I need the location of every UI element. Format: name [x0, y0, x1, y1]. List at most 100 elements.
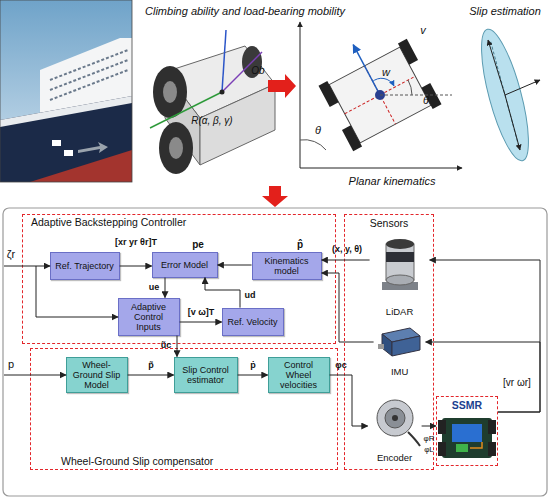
signal-label: [v ω]T: [188, 308, 215, 318]
connector: [322, 273, 374, 342]
process-box: Control Wheel velocities: [268, 357, 330, 393]
force-arrow: [488, 40, 505, 95]
signal-label: [vr ωr]: [503, 377, 531, 388]
robot-chip: [456, 444, 468, 452]
process-box: Ref. Trajectory: [50, 252, 120, 280]
robot-wheel: [438, 420, 446, 434]
imu-connector: [378, 344, 384, 349]
robot-board: [452, 424, 482, 442]
box-label: Ref. Trajectory: [55, 261, 114, 271]
process-box: Adaptive Control Inputs: [118, 298, 180, 336]
hull-arrow: [78, 142, 108, 153]
process-box: Error Model: [152, 252, 218, 278]
input-wire: [4, 375, 66, 376]
velocity-arrow: [353, 45, 380, 95]
connector: [218, 265, 252, 266]
signal-label: p̂: [297, 239, 303, 250]
ship-keel: [30, 150, 132, 182]
robot-wires: [470, 442, 482, 448]
force-arrow: [505, 95, 520, 150]
flow-arrow: [268, 74, 296, 98]
connector: [177, 336, 178, 357]
planar-wheel: [421, 83, 441, 109]
box-label: Control Wheel velocities: [271, 360, 327, 390]
process-box: Slip Control estimator: [174, 357, 238, 393]
box-label: Error Model: [161, 260, 208, 270]
wheel-rim: [169, 137, 183, 159]
photo-frame: [0, 0, 132, 182]
robot-wheel: [438, 442, 446, 456]
signal-label: ud: [245, 291, 256, 301]
process-box: Kinematics model: [252, 252, 322, 280]
connector: [422, 426, 436, 427]
input-wire: [36, 266, 118, 317]
robot-wheel: [153, 66, 187, 118]
connector: [430, 260, 540, 412]
reference-line: [380, 95, 452, 96]
group-title: Adaptive Backstepping Controller: [31, 216, 186, 228]
sensor-device: Encoder: [368, 388, 422, 464]
symbol-label: v: [420, 24, 426, 36]
signal-label: [xr yr θr]T: [115, 238, 157, 248]
angle-arc: [408, 80, 412, 95]
signal-label: φc: [335, 361, 346, 371]
robot-wheel: [488, 420, 496, 434]
signal-label: p̃: [148, 361, 154, 371]
signal-label: ζr: [7, 248, 16, 260]
connector: [120, 266, 152, 267]
ship-photo-sky: [0, 0, 132, 182]
rotation-label: R(α, β, γ): [191, 115, 232, 126]
caption-text: Planar kinematics: [349, 175, 436, 187]
group-title: SSMR: [437, 399, 497, 411]
encoder-body: [377, 400, 413, 436]
group-title: Sensors: [345, 217, 433, 229]
process-box: Ref. Velocity: [222, 308, 284, 336]
signal-label: ũc: [161, 341, 172, 351]
ship-windows: [50, 50, 128, 100]
ship-hull: [0, 96, 132, 182]
caption-text: Slip estimation: [469, 5, 541, 17]
sensor-device: IMU: [374, 322, 426, 378]
device-label: IMU: [370, 366, 430, 378]
process-box: Wheel-Ground Slip Model: [66, 357, 128, 393]
group-title: Wheel-Ground Slip compensator: [61, 455, 213, 467]
connector: [165, 278, 166, 298]
connector: [238, 375, 268, 376]
lidar-base: [386, 275, 414, 285]
signal-label: φR: [424, 435, 435, 444]
encoder-face: [385, 408, 405, 428]
robot-wheel: [488, 442, 496, 456]
imu-side: [392, 336, 420, 356]
symbol-label: θ: [315, 124, 321, 136]
input-wire: [4, 266, 50, 267]
encoder-shaft: [392, 415, 398, 421]
device-label: LiDAR: [366, 306, 434, 318]
robot-wheel: [159, 122, 193, 174]
connector: [205, 278, 240, 308]
dashed-group: Wheel-Ground Slip compensator Wheel-Groun…: [30, 348, 338, 470]
hull-robot: [64, 150, 73, 156]
sensor-device: LiDAR: [370, 234, 430, 318]
force-arrow: [505, 80, 540, 95]
connector: [128, 375, 174, 376]
tire-contact-patch: [472, 25, 538, 165]
caption-text: Climbing ability and load-bearing mobili…: [145, 5, 345, 17]
hull-robot: [52, 140, 61, 146]
signal-label: φL: [424, 446, 434, 455]
planar-wheel: [342, 125, 362, 151]
dashed-group: Adaptive Backstepping ControllerRef. Tra…: [22, 214, 336, 344]
connector: [330, 375, 368, 426]
symbol-label: w: [382, 66, 390, 78]
encoder-cable: [408, 432, 420, 446]
control-frame: [3, 208, 547, 496]
device-icon: [370, 234, 430, 298]
signal-label: p: [8, 358, 14, 370]
signal-label: ue: [149, 283, 160, 293]
lidar-top: [386, 239, 414, 249]
rotation-arrow: [372, 78, 394, 86]
axis-line: [222, 30, 226, 92]
box-label: Ref. Velocity: [228, 317, 278, 327]
